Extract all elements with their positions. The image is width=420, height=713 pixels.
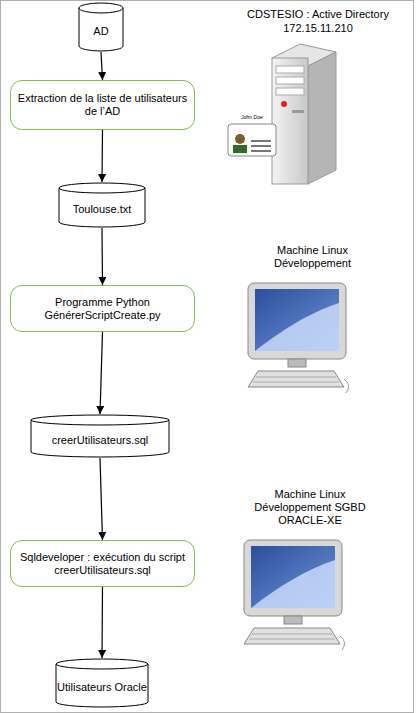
process-box: Extraction de la liste de utilisateurs d… <box>10 80 195 130</box>
monitor-illustration <box>248 283 349 393</box>
node-text: Programme Python GénérerScriptCreate.py <box>17 296 188 322</box>
node-text: Sqldeveloper : exécution du script creer… <box>17 551 188 577</box>
flow-arrow <box>101 228 103 285</box>
process-box: Sqldeveloper : exécution du script creer… <box>10 540 195 587</box>
process-box: Programme Python GénérerScriptCreate.py <box>10 285 195 332</box>
flow-arrow <box>101 587 103 658</box>
flow-arrow <box>101 52 103 80</box>
data-store: AD <box>78 2 124 52</box>
data-store: Utilisateurs Oracle <box>55 658 149 708</box>
machine-label: Machine Linux Développement SGBD ORACLE-… <box>250 488 370 527</box>
flow-arrow <box>100 332 103 414</box>
data-store: creerUtilisateurs.sql <box>30 414 170 458</box>
machine-label: 172.15.11.210 <box>222 22 414 35</box>
server-illustration <box>228 44 336 184</box>
monitor-illustration <box>244 540 345 650</box>
node-text: AD <box>93 25 108 38</box>
data-store: Toulouse.txt <box>58 182 146 228</box>
node-text: Extraction de la liste de utilisateurs d… <box>17 92 188 118</box>
node-text: Toulouse.txt <box>73 203 132 216</box>
node-text: Utilisateurs Oracle <box>57 681 147 694</box>
flow-arrow <box>101 130 103 182</box>
machine-label: CDSTESIO : Active Directory <box>222 8 414 21</box>
node-text: creerUtilisateurs.sql <box>52 434 149 447</box>
machine-label: John Doe <box>230 114 274 121</box>
machine-label: Machine Linux Développement <box>255 244 370 270</box>
flow-arrow <box>100 458 103 540</box>
